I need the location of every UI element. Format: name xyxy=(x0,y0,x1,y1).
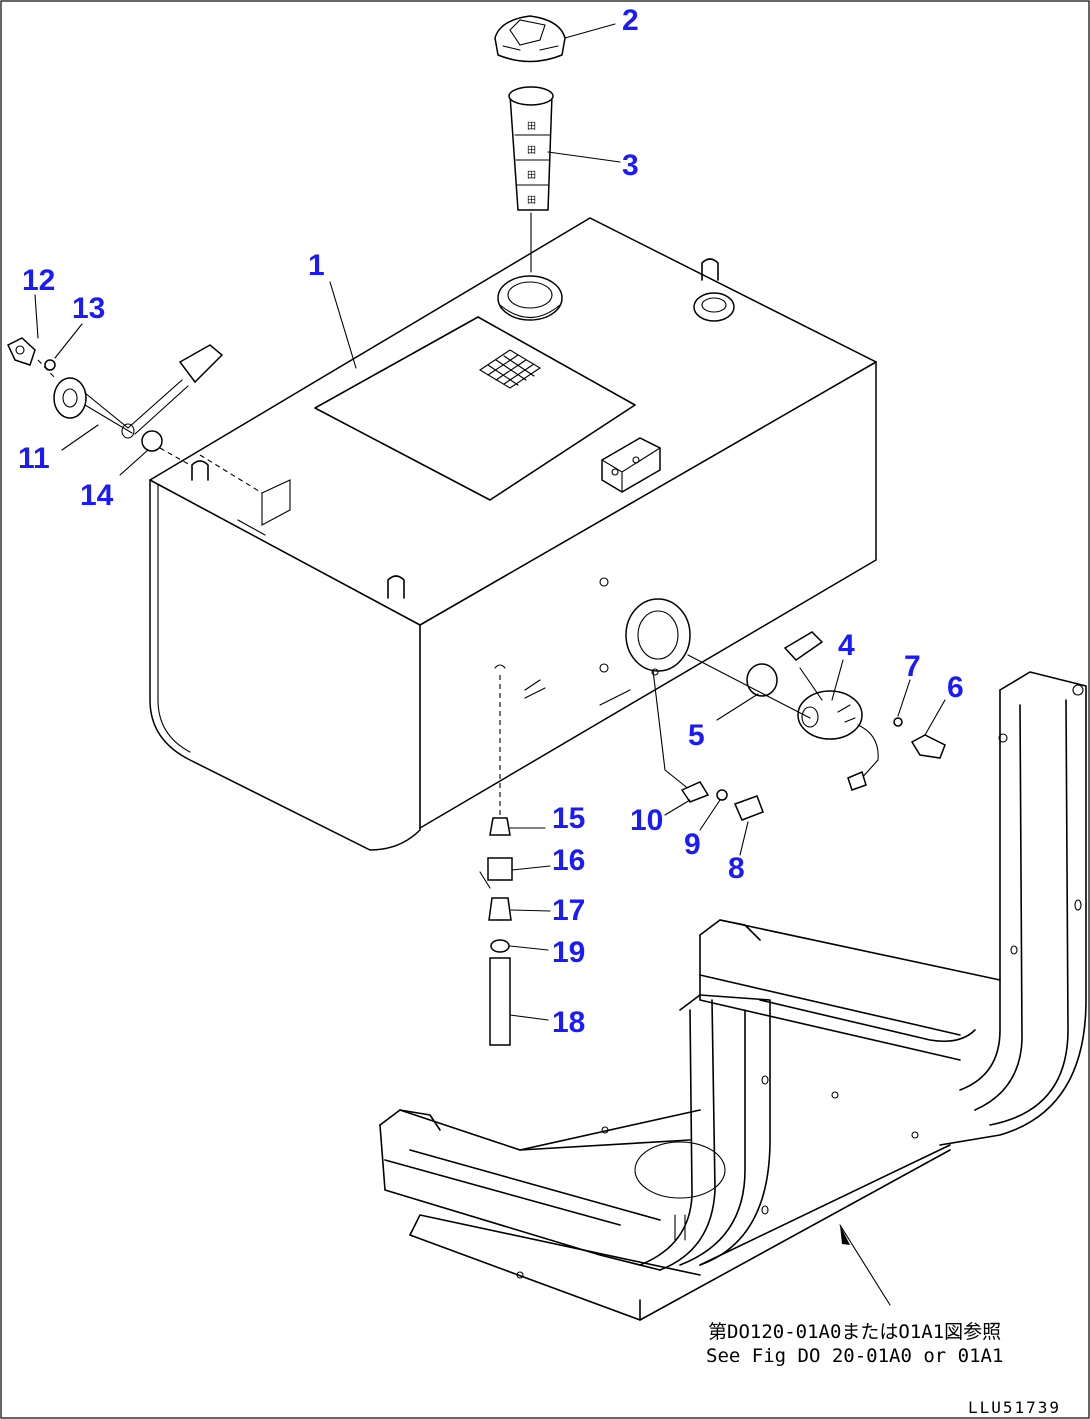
callout-8: 8 xyxy=(728,852,745,885)
callout-11: 11 xyxy=(18,442,50,475)
callout-12: 12 xyxy=(22,264,55,297)
callout-4: 4 xyxy=(838,629,855,662)
fuel-tank xyxy=(149,217,877,851)
callout-5: 5 xyxy=(688,719,705,752)
tank-support-frame xyxy=(379,671,1087,1321)
callouts: 1 2 3 4 5 6 7 8 9 10 11 12 13 14 15 16 1… xyxy=(18,4,964,1039)
callout-6: 6 xyxy=(947,671,964,704)
svg-text:田: 田 xyxy=(527,145,536,156)
callout-17: 17 xyxy=(552,894,585,927)
svg-text:田: 田 xyxy=(527,170,536,181)
reference-arrow xyxy=(839,1224,891,1306)
drain-assembly xyxy=(479,664,513,1046)
reference-note-japanese: 第DO120-01A0またはO1A1図参照 xyxy=(708,1321,1001,1343)
callout-2: 2 xyxy=(622,4,639,37)
callout-3: 3 xyxy=(622,149,639,182)
callout-19: 19 xyxy=(552,936,585,969)
callout-15: 15 xyxy=(552,802,585,835)
callout-16: 16 xyxy=(552,844,585,877)
callout-9: 9 xyxy=(684,828,701,861)
callout-13: 13 xyxy=(72,292,105,325)
mesh-screen xyxy=(478,349,542,389)
callout-10: 10 xyxy=(630,804,663,837)
filler-cap xyxy=(494,15,566,63)
callout-7: 7 xyxy=(904,650,921,683)
fuel-level-gauge xyxy=(7,337,224,466)
svg-text:田: 田 xyxy=(527,121,536,132)
reference-note-english: See Fig DO 20-01A0 or 01A1 xyxy=(706,1345,1003,1367)
callout-1: 1 xyxy=(308,249,325,282)
svg-text:田: 田 xyxy=(527,195,536,206)
fuel-sender xyxy=(652,631,946,821)
filler-strainer: 田 田 田 田 xyxy=(508,86,554,273)
leader-lines xyxy=(34,23,946,1021)
drawing-reference-number: LLU51739 xyxy=(968,1398,1061,1417)
callout-18: 18 xyxy=(552,1006,585,1039)
callout-14: 14 xyxy=(80,479,114,512)
